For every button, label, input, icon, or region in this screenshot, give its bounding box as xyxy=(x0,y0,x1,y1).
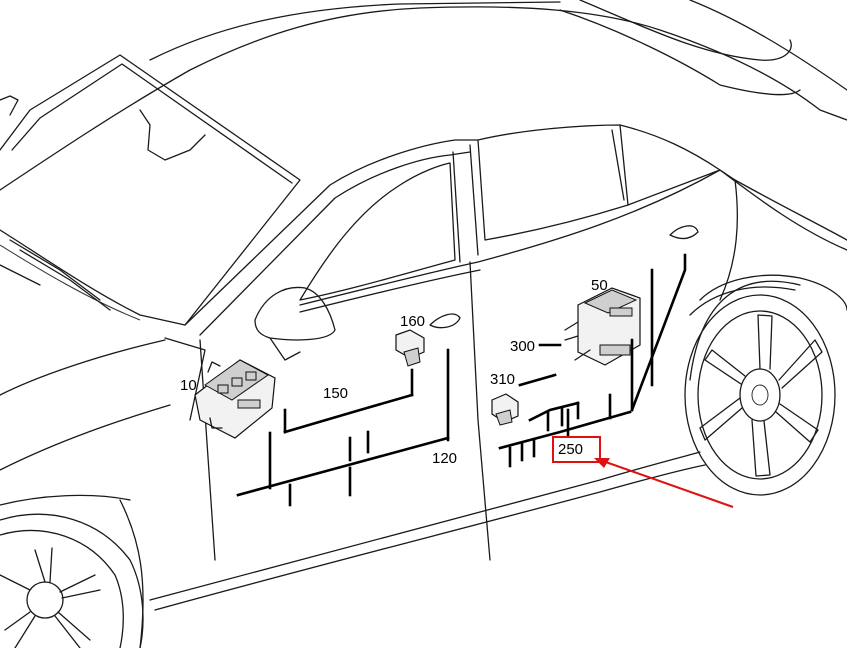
highlight-box xyxy=(552,436,601,463)
label-160: 160 xyxy=(400,313,425,330)
label-150: 150 xyxy=(323,385,348,402)
label-120: 120 xyxy=(432,450,457,467)
sensor-front xyxy=(395,329,425,367)
leader-lines-rear xyxy=(498,253,687,468)
label-50: 50 xyxy=(591,277,608,294)
label-250: 250 xyxy=(558,441,583,458)
highlight-arrow xyxy=(594,458,734,508)
ecu-rear-module xyxy=(564,287,641,366)
sensor-rear xyxy=(491,393,519,426)
label-300: 300 xyxy=(510,338,535,355)
rear-wheel xyxy=(684,280,836,496)
ecu-front-module xyxy=(194,359,276,439)
front-wheel xyxy=(0,513,144,648)
label-10: 10 xyxy=(180,377,197,394)
label-310: 310 xyxy=(490,371,515,388)
leader-lines-front xyxy=(236,348,450,507)
